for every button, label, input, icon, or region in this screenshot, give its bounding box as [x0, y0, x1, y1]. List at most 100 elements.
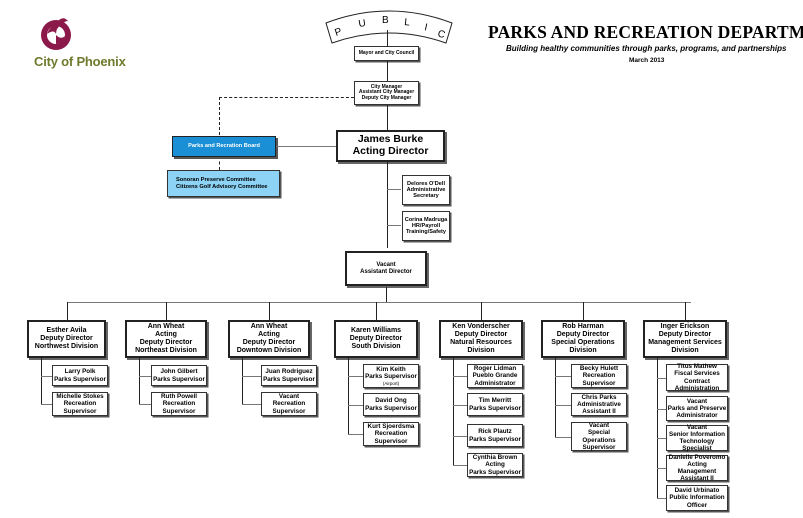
connector: [453, 358, 454, 465]
connector: [139, 404, 151, 405]
box-line: David Urbinato: [674, 487, 720, 495]
box-line: (Airport): [382, 380, 400, 386]
mayor-council-box: Mayor and City Council: [354, 46, 419, 61]
connector: [387, 30, 388, 46]
box-line: Sonoran Preserve Committee: [176, 177, 256, 184]
connector: [453, 465, 467, 466]
connector: [453, 405, 467, 406]
page-subtitle: Building healthy communities through par…: [506, 44, 787, 53]
box-line: Secretary: [413, 193, 439, 200]
public-letter: L: [404, 17, 411, 29]
box-line: Larry Polk: [64, 368, 96, 376]
box-line: Deputy Director: [658, 331, 712, 339]
staff-box: Delores O'Dell Administrative Secretary: [402, 175, 450, 205]
division-bus: [67, 302, 691, 303]
box-line: HR/Payroll: [411, 222, 441, 229]
box-line: Parks Supervisor: [263, 375, 315, 383]
box-line: Deputy Director: [40, 335, 93, 343]
box-line: Special: [587, 429, 611, 437]
box-line: Management Assistant II: [677, 468, 717, 483]
box-line: Delores O'Dell: [406, 180, 445, 187]
box-line: Training/Safety: [405, 229, 447, 236]
box-line: Administration: [674, 384, 720, 392]
box-line: Supervisor: [272, 407, 306, 415]
box-line: Senior Information: [669, 430, 725, 438]
connector: [139, 358, 140, 404]
director-box: James Burke Acting Director: [336, 130, 445, 162]
box-line: Ann Wheat: [250, 323, 288, 331]
box-line: Deputy City Manager: [361, 94, 412, 101]
box-line: Division: [671, 346, 699, 354]
box-line: Kim Keith: [376, 366, 406, 374]
box-line: Rick Plautz: [478, 428, 512, 436]
logo-text: City of Phoenix: [34, 54, 126, 69]
box-line: Deputy Director: [242, 339, 296, 346]
board-label: Parks and Recration Board: [188, 143, 260, 150]
connector: [555, 405, 571, 406]
box-line: Acting: [258, 331, 280, 339]
box-line: Northeast Division: [135, 346, 197, 354]
connector: [41, 404, 52, 405]
box-line: Officer: [686, 501, 708, 509]
connector: [67, 302, 68, 320]
public-letter: C: [436, 28, 446, 41]
assistant-director-box: Vacant Assistant Director: [345, 251, 427, 286]
box-line: Inger Erickson: [660, 323, 710, 331]
box-line: Administrator: [474, 379, 516, 387]
box-line: Parks Supervisor: [469, 468, 521, 476]
connector: [387, 225, 401, 226]
box-line: Rob Harman: [562, 323, 604, 331]
box-line: Recreation: [374, 430, 408, 438]
box-line: Parks and Preserve: [667, 404, 727, 412]
box-line: Supervisor: [63, 407, 97, 415]
box-line: Division: [569, 346, 597, 354]
connector: [376, 302, 377, 320]
box-line: Cynthia Brown: [472, 454, 518, 462]
box-line: Administrator: [676, 412, 718, 420]
box-line: Natural Resources: [450, 339, 512, 346]
connector: [657, 468, 666, 469]
box-line: David Ong: [375, 397, 407, 405]
box-line: Karen Williams: [350, 327, 402, 335]
box-line: Northwest Division: [34, 342, 99, 350]
connector: [555, 358, 556, 437]
public-letter: P: [334, 26, 344, 39]
box-line: Titus Mathew: [677, 363, 717, 371]
connector: [41, 376, 52, 377]
box-line: Acting: [155, 331, 177, 339]
box-line: Juan Rodriguez: [265, 368, 313, 376]
box-line: Roger Lidman: [473, 365, 517, 373]
phoenix-bird-icon: [41, 18, 71, 50]
box-line: Fiscal Services: [674, 370, 720, 378]
connector: [348, 434, 363, 435]
box-line: Recreation: [582, 372, 616, 380]
box-line: Recreation: [162, 400, 196, 408]
box-line: South Division: [351, 342, 401, 350]
box-line: Parks Supervisor: [54, 375, 106, 383]
city-logo: City of Phoenix: [34, 12, 126, 72]
dashed-connector: [219, 97, 354, 98]
box-line: Public Information: [669, 494, 725, 502]
box-line: Corina Madruga: [404, 216, 448, 223]
connector: [166, 302, 167, 320]
box-line: Division: [467, 346, 495, 354]
box-line: Citizens Golf Advisory Committee: [176, 183, 268, 190]
page-title: PARKS AND RECREATION DEPARTMENT: [488, 22, 803, 42]
connector: [657, 378, 666, 379]
box-line: Assistant Director: [360, 268, 412, 275]
connector: [242, 404, 261, 405]
